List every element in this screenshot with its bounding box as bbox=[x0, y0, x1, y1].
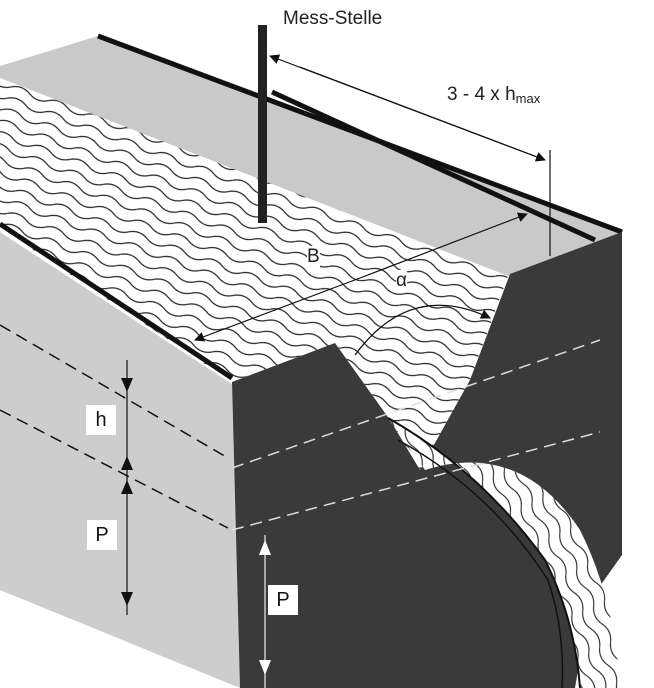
weir-height-front-label: P bbox=[268, 585, 298, 615]
distance-label: 3 - 4 x hmax bbox=[447, 84, 540, 106]
p-front-arrow-top bbox=[259, 540, 271, 555]
width-arrow bbox=[359, 212, 528, 279]
left-wall-edge bbox=[0, 221, 234, 381]
distance-arrow-end bbox=[299, 66, 546, 162]
water-front-dashed bbox=[231, 339, 601, 469]
p-arrow-bottom bbox=[121, 592, 133, 606]
weir-height-side-label: P bbox=[87, 520, 117, 550]
head-arrow-bottom bbox=[121, 456, 133, 470]
nappe-waves bbox=[388, 418, 620, 688]
back-bank-edge-inner bbox=[270, 89, 597, 243]
width-label: B bbox=[307, 246, 320, 268]
width-arrow-start bbox=[194, 277, 361, 342]
head-label: h bbox=[86, 405, 116, 435]
distance-subscript: max bbox=[515, 91, 541, 106]
nappe-edge bbox=[387, 417, 581, 688]
p-arrow-top bbox=[121, 480, 133, 494]
measuring-point-text: Mess-Stelle bbox=[283, 8, 383, 29]
nappe-edge-2 bbox=[397, 439, 564, 688]
distance-text: 3 - 4 x h bbox=[447, 84, 516, 105]
water-waves bbox=[0, 78, 508, 470]
angle-label: α bbox=[396, 270, 407, 292]
measuring-pole bbox=[258, 25, 267, 223]
angle-arc bbox=[354, 304, 491, 356]
p-front-arrow-bottom bbox=[259, 660, 271, 675]
left-wall-face bbox=[0, 232, 240, 688]
crest-level-dashed bbox=[0, 409, 229, 529]
measuring-point-label: Mess-Stelle bbox=[283, 8, 382, 30]
head-arrow-top bbox=[121, 378, 133, 392]
back-bank bbox=[0, 36, 622, 276]
water-level-dashed bbox=[0, 324, 229, 459]
crest-front-dashed bbox=[231, 431, 601, 531]
